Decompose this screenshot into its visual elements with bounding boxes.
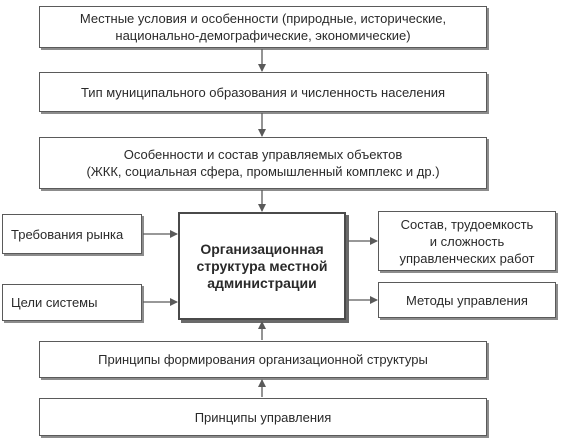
- system-goals-box: Цели системы: [2, 284, 142, 321]
- managed-objects-label: Особенности и состав управляемых объекто…: [86, 147, 440, 179]
- structure-principles-label: Принципы формирования организационной ст…: [98, 352, 428, 367]
- managed-objects-box: Особенности и состав управляемых объекто…: [39, 137, 487, 189]
- structure-principles-box: Принципы формирования организационной ст…: [39, 341, 487, 378]
- org-structure-label: Организационная структура местной админи…: [196, 240, 328, 291]
- management-methods-box: Методы управления: [378, 282, 556, 318]
- market-requirements-label: Требования рынка: [11, 226, 124, 242]
- local-conditions-box: Местные условия и особенности (природные…: [39, 6, 487, 48]
- work-composition-label: Состав, трудоемкость и сложность управле…: [399, 216, 535, 266]
- management-principles-label: Принципы управления: [194, 409, 332, 425]
- municipality-type-box: Тип муниципального образования и численн…: [39, 72, 487, 112]
- municipality-type-label: Тип муниципального образования и численн…: [80, 84, 446, 100]
- management-methods-label: Методы управления: [406, 292, 528, 308]
- system-goals-label: Цели системы: [11, 295, 98, 310]
- management-principles-box: Принципы управления: [39, 398, 487, 436]
- work-composition-box: Состав, трудоемкость и сложность управле…: [378, 211, 556, 271]
- local-conditions-label: Местные условия и особенности (природные…: [79, 11, 447, 43]
- org-structure-box: Организационная структура местной админи…: [178, 212, 346, 320]
- market-requirements-box: Требования рынка: [2, 214, 142, 254]
